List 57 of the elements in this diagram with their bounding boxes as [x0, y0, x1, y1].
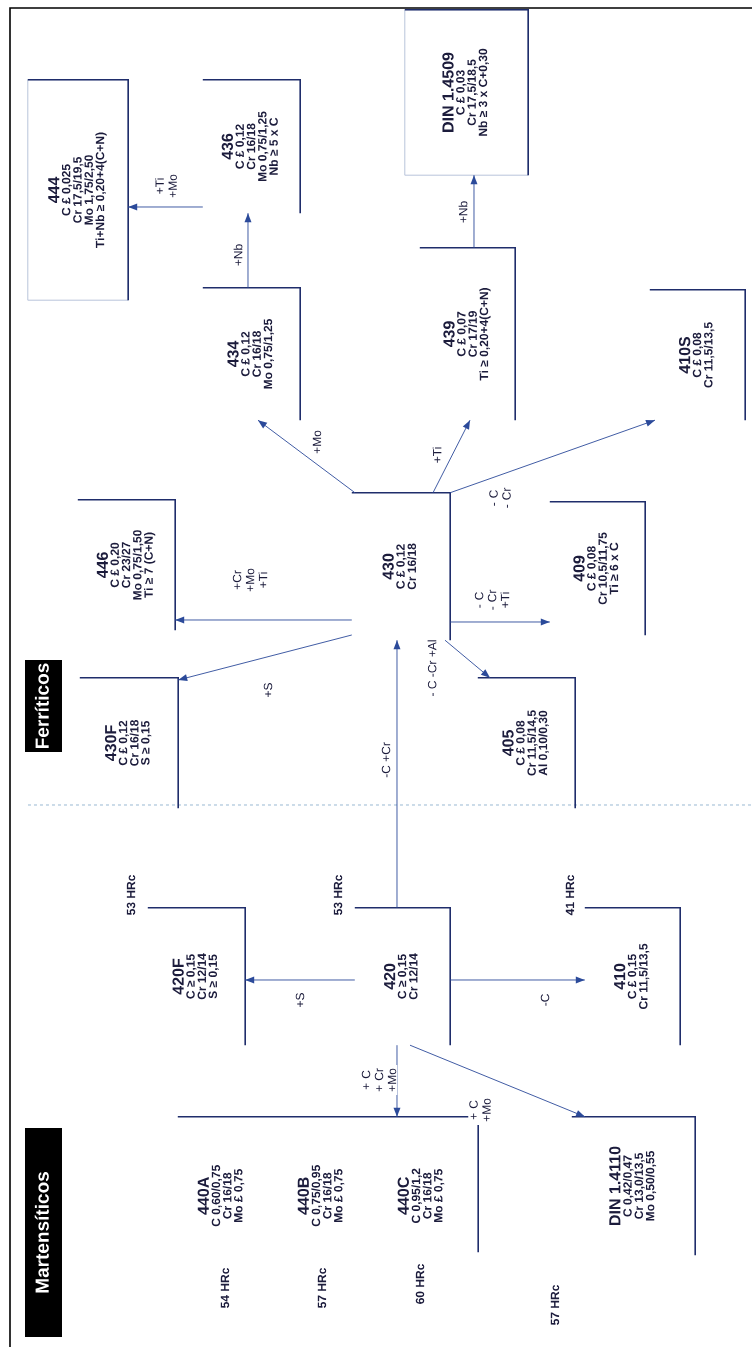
edge-label: -C +Cr	[380, 741, 392, 779]
edge-label: + C + Cr +Mo	[360, 1065, 398, 1095]
edge-label: - C - Cr	[488, 483, 512, 513]
arrow	[409, 1044, 586, 1118]
grade-box: 434 C £ 0,12 Cr 16/18 Mo 0,75/1,25	[202, 287, 301, 421]
edge-label: +Ti	[431, 445, 443, 465]
arrow	[432, 419, 471, 494]
arrow	[393, 639, 401, 909]
grade-box: 405 C £ 0,08 Cr 11,5/14,5 Al 0,10/0,30	[477, 677, 576, 809]
grade-box: 439 C £ 0,07 Cr 17/19 Ti ≥ 0,20+4(C+N)	[419, 247, 516, 421]
arrow	[244, 212, 252, 289]
arrow	[127, 203, 204, 211]
arrow	[449, 618, 551, 626]
hardness-label: 41 HRc	[565, 875, 575, 916]
hardness-label: 57 HRc	[550, 1285, 560, 1325]
hardness-label: 60 HRc	[415, 1264, 425, 1304]
edge-label: +Ti +Mo	[154, 171, 178, 201]
grade-text: 440A C 0,60/0,75 Cr 16/18 Mo £ 0,75	[197, 1165, 245, 1227]
edge-label: +Nb	[232, 242, 244, 268]
edge-label: +S	[262, 681, 274, 699]
arrow	[174, 616, 353, 624]
grade-box: 420 C ≥ 0,15 Cr 12/14	[354, 907, 451, 1046]
hardness-label: 53 HRc	[333, 875, 343, 915]
section-label: Ferríticos	[25, 660, 62, 752]
arrow	[444, 639, 491, 679]
grade-box: DIN 1.4509 C £ 0,03 Cr 17,5/18,5 Nb ≥ 3 x C+0,30	[404, 9, 529, 176]
grade-box: 410 C £ 0,15 Cr 11,5/13,5	[584, 907, 681, 1046]
arrow	[177, 634, 353, 682]
grade-box: 444 C £ 0,025 Cr 17,5/19,5 Mo 1,75/2,50 Ti+Nb ≥ 0,20+4(C+N)	[27, 79, 129, 301]
arrow	[470, 174, 478, 249]
grade-box: 409 C £ 0,08 Cr 10,5/11,75 Ti ≥ 6 x C	[549, 501, 646, 636]
arrow	[393, 1044, 401, 1118]
edge-label: +S	[294, 991, 306, 1009]
edge-label: - C -Cr +Al	[426, 638, 438, 698]
grade-box: 420F C ≥ 0,15 Cr 12/14 S ≥ 0,15	[147, 907, 246, 1046]
section-label: Martensíticos	[25, 1128, 62, 1337]
arrow	[244, 976, 356, 984]
grade-box: 430F C £ 0,12 Cr 16/18 S ≥ 0,15	[79, 677, 179, 809]
grade-text: 440B C 0,75/0,95 Cr 16/18 Mo £ 0,75	[297, 1165, 345, 1227]
grade-box: 446 C £ 0,20 Cr 23/27 Mo 0,75/1,50 Ti ≥ 7 (C+N)	[77, 499, 176, 631]
edge-label: -C	[539, 992, 551, 1008]
edge-label: - C - Cr +Ti	[473, 585, 511, 615]
grade-box: 410S C £ 0,08 Cr 11,5/13,5	[649, 289, 746, 421]
hardness-label: 54 HRc	[220, 1268, 230, 1308]
edge-label: + C +Mo	[468, 1095, 492, 1125]
grade-box: DIN 1.4110 C 0,42/0,47 Cr 13,0/13,5 Mo 0,50/0,55	[571, 1116, 696, 1256]
edge-label: +Cr +Mo +Ti	[231, 565, 269, 595]
edge-label: +Nb	[457, 199, 469, 225]
hardness-label: 57 HRc	[317, 1268, 327, 1308]
arrow	[449, 976, 586, 984]
grade-box: 436 C £ 0,12 Cr 16/18 Mo 0,75/1,25 Nb ≥ 5 x C	[202, 79, 301, 214]
hardness-label: 53 HRc	[126, 875, 136, 915]
edge-label: +Mo	[311, 429, 323, 455]
arrow	[449, 419, 656, 494]
grade-box: 430 C £ 0,12 Cr 16/18	[351, 492, 451, 641]
arrow	[257, 419, 356, 494]
grade-text: 440C C 0,95/1,2 Cr 16/18 Mo £ 0,75	[397, 1168, 445, 1223]
